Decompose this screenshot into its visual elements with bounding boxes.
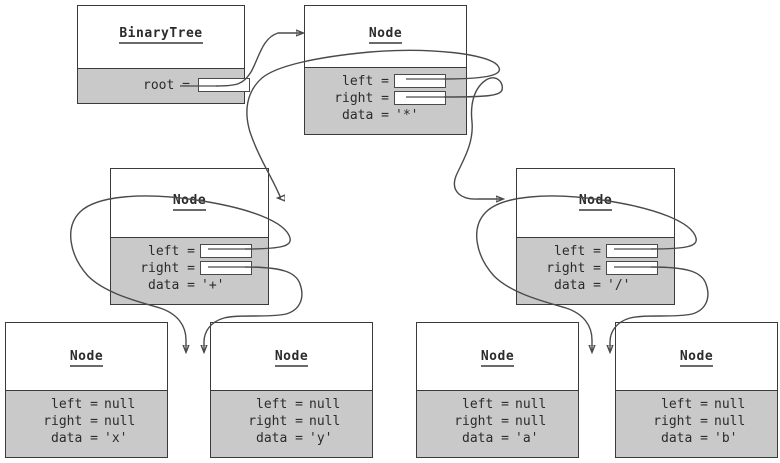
data-field-label: data = [342, 108, 389, 123]
root-field-label: root = [143, 78, 190, 93]
left-field-label: left = [148, 244, 195, 259]
field-row-left: left = [305, 73, 466, 90]
left-pointer-slot [394, 74, 446, 88]
field-row-data: data = 'x' [6, 430, 167, 447]
right-field-label: right = [334, 91, 389, 106]
node-star-class-title: Node [305, 26, 466, 44]
field-row-left: left = null [417, 396, 578, 413]
field-row-data: data = '+' [111, 277, 268, 294]
node-plus-object-box: Node left = right = data = '+' [110, 168, 269, 305]
field-row-data: data = 'a' [417, 430, 578, 447]
right-field-value: null [714, 414, 746, 429]
node-x-class-title: Node [6, 349, 167, 367]
left-field-label: left = [554, 244, 601, 259]
binarytree-object-box: BinaryTree root = [77, 5, 250, 104]
field-row-right: right = null [417, 413, 578, 430]
field-row-right: right = null [616, 413, 777, 430]
node-y-object-box: Node left = null right = null data = 'y' [210, 322, 373, 458]
data-field-label: data = [148, 278, 195, 293]
right-pointer-slot [394, 91, 446, 105]
left-field-label: left = [256, 397, 303, 412]
field-row-left: left = null [6, 396, 167, 413]
left-field-value: null [104, 397, 136, 412]
node-star-field-band: left = right = data = '*' [305, 67, 466, 134]
right-pointer-slot [200, 261, 252, 275]
left-field-value: null [515, 397, 547, 412]
binarytree-field-band: root = [78, 68, 250, 103]
field-row-left: left = null [211, 396, 372, 413]
left-pointer-slot [606, 244, 658, 258]
field-row-left: left = [517, 243, 674, 260]
left-field-value: null [309, 397, 341, 412]
right-field-value: null [309, 414, 341, 429]
node-a-field-band: left = null right = null data = 'a' [417, 390, 578, 457]
node-star-object-box: Node left = right = data = '*' [304, 5, 467, 135]
right-pointer-slot [606, 261, 658, 275]
node-a-object-box: Node left = null right = null data = 'a' [416, 322, 579, 458]
left-field-label: left = [462, 397, 509, 412]
right-field-value: null [104, 414, 136, 429]
data-field-label: data = [661, 431, 708, 446]
left-field-label: left = [51, 397, 98, 412]
field-row-data: data = 'y' [211, 430, 372, 447]
field-row-data: data = '/' [517, 277, 674, 294]
node-a-class-title: Node [417, 349, 578, 367]
field-row-right: right = null [6, 413, 167, 430]
left-field-label: left = [342, 74, 389, 89]
node-b-object-box: Node left = null right = null data = 'b' [615, 322, 778, 458]
data-field-value: 'a' [515, 431, 539, 446]
data-field-value: 'b' [714, 431, 738, 446]
right-field-label: right = [43, 414, 98, 429]
node-x-object-box: Node left = null right = null data = 'x' [5, 322, 168, 458]
node-x-field-band: left = null right = null data = 'x' [6, 390, 167, 457]
field-row-left: left = null [616, 396, 777, 413]
node-b-class-title: Node [616, 349, 777, 367]
data-field-value: '+' [201, 278, 225, 293]
field-row-data: data = '*' [305, 107, 466, 124]
data-field-value: 'y' [309, 431, 333, 446]
node-y-field-band: left = null right = null data = 'y' [211, 390, 372, 457]
data-field-value: '*' [395, 108, 419, 123]
node-slash-field-band: left = right = data = '/' [517, 237, 674, 304]
field-row-right: right = [517, 260, 674, 277]
data-field-value: '/' [607, 278, 631, 293]
data-field-value: 'x' [104, 431, 128, 446]
data-field-label: data = [462, 431, 509, 446]
node-plus-class-title: Node [111, 193, 268, 211]
data-field-label: data = [256, 431, 303, 446]
field-row-root: root = [78, 77, 250, 94]
left-field-value: null [714, 397, 746, 412]
right-field-label: right = [546, 261, 601, 276]
right-field-label: right = [454, 414, 509, 429]
field-row-right: right = null [211, 413, 372, 430]
right-field-label: right = [248, 414, 303, 429]
node-slash-class-title: Node [517, 193, 674, 211]
field-row-right: right = [305, 90, 466, 107]
right-field-value: null [515, 414, 547, 429]
left-field-label: left = [661, 397, 708, 412]
data-field-label: data = [554, 278, 601, 293]
node-slash-object-box: Node left = right = data = '/' [516, 168, 675, 305]
binarytree-class-title: BinaryTree [78, 26, 244, 44]
left-pointer-slot [200, 244, 252, 258]
data-field-label: data = [51, 431, 98, 446]
field-row-left: left = [111, 243, 268, 260]
right-field-label: right = [140, 261, 195, 276]
node-y-class-title: Node [211, 349, 372, 367]
field-row-right: right = [111, 260, 268, 277]
root-pointer-slot [198, 78, 250, 92]
field-row-data: data = 'b' [616, 430, 777, 447]
node-plus-field-band: left = right = data = '+' [111, 237, 268, 304]
right-field-label: right = [653, 414, 708, 429]
node-b-field-band: left = null right = null data = 'b' [616, 390, 777, 457]
